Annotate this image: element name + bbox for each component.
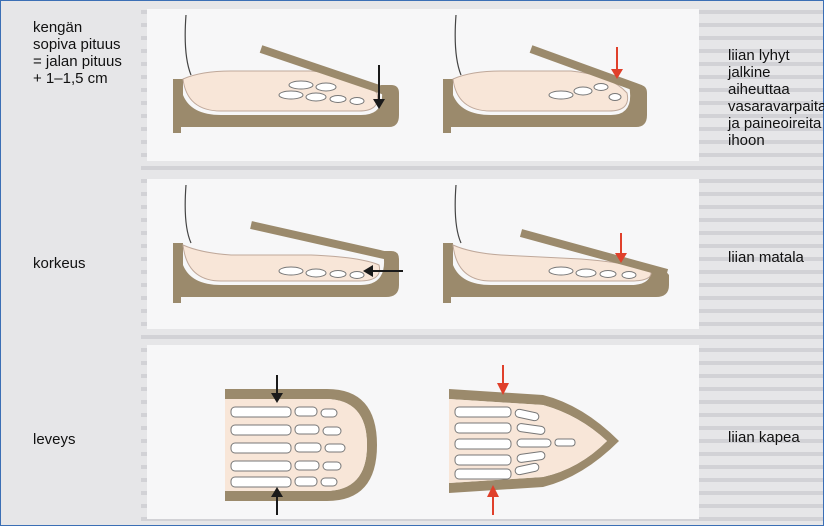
shoe-side-correct-height: [161, 185, 411, 325]
shoe-side-too-low: [431, 185, 681, 325]
label-too-low: liian matala: [728, 249, 804, 266]
shoe-top-correct-width: [217, 375, 387, 515]
label-correct-length: kengän sopiva pituus = jalan pituus + 1–…: [33, 19, 122, 87]
shoe-side-correct-length: [161, 15, 411, 155]
label-width: leveys: [33, 431, 76, 448]
shoe-side-too-short: [431, 15, 681, 155]
label-too-narrow: liian kapea: [728, 429, 800, 446]
shoe-top-too-narrow: [443, 365, 633, 515]
label-height: korkeus: [33, 255, 86, 272]
label-too-short: liian lyhyt jalkine aiheuttaa vasaravarp…: [728, 47, 824, 149]
